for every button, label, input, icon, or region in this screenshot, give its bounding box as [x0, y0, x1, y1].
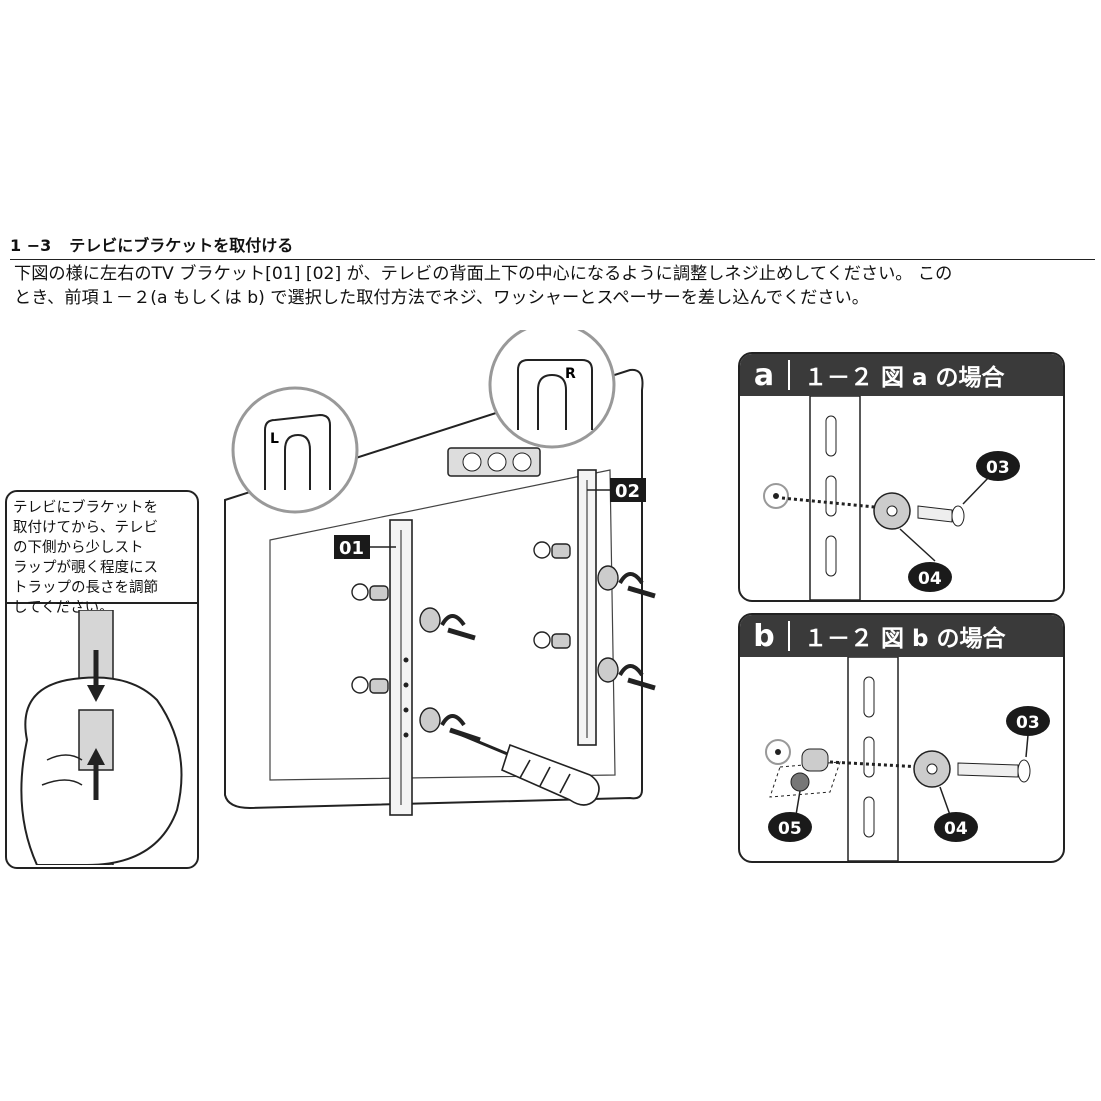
screw-03 — [957, 762, 1019, 778]
part-label-03: 03 — [1016, 713, 1040, 733]
strap-note-text: テレビにブラケットを 取付けてから、テレビ の下側から少しスト ラップが覗く程度… — [7, 492, 197, 616]
zoom-circle-left — [231, 386, 359, 514]
panel-method-b: b １－２ 図 b の場合 03 04 05 — [738, 613, 1065, 863]
part-badge-03 — [976, 451, 1020, 481]
section-title: テレビにブラケットを取付ける — [69, 236, 294, 255]
section-heading: 1 −3 テレビにブラケットを取付ける — [10, 232, 1095, 260]
part-badge-04 — [908, 562, 952, 592]
label-02: 02 — [615, 481, 640, 502]
instruction-line-1: 下図の様に左右のTV ブラケット[01] [02] が、テレビの背面上下の中心に… — [14, 264, 953, 284]
panel-a-letter: a — [753, 357, 775, 393]
screw-assembly-right-top — [533, 541, 656, 599]
section-number: 1 −3 — [10, 236, 52, 255]
screw-03 — [917, 505, 953, 523]
bracket-mark-right: R — [565, 366, 576, 382]
strap-adjust-illustration — [20, 610, 183, 865]
panel-b-header: b １－２ 図 b の場合 — [740, 615, 1063, 657]
part-badge-05 — [768, 812, 812, 842]
note-line: テレビにブラケットを — [13, 500, 158, 516]
note-line: 取付けてから、テレビ — [13, 520, 158, 536]
part-label-04: 04 — [944, 819, 968, 839]
instruction-line-2: とき、前項１－２(a もしくは b) で選択した取付方法でネジ、ワッシャーとスペ… — [14, 288, 869, 308]
panel-a-title: １－２ 図 a の場合 — [804, 365, 1005, 391]
note-line: ラップが覗く程度にス — [13, 560, 158, 576]
spacer-05 — [801, 748, 829, 772]
header-divider — [788, 621, 790, 651]
screw-assembly-left-top — [351, 583, 476, 641]
bracket-mark-left: L — [270, 431, 279, 447]
part-label-05: 05 — [778, 819, 802, 839]
note-line: トラップの長さを調節 — [13, 580, 158, 596]
screw-assembly-left-bottom — [351, 676, 481, 743]
screwdriver — [449, 728, 600, 806]
panel-a-header: a １－２ 図 a の場合 — [740, 354, 1063, 396]
label-01: 01 — [339, 538, 364, 559]
tv-inner-panel — [269, 469, 616, 781]
label-02-box — [610, 478, 646, 502]
panel-b-title: １－２ 図 b の場合 — [804, 626, 1006, 652]
zoom-circle-right — [488, 330, 616, 449]
method-b-illustration: 03 04 05 — [765, 657, 1050, 861]
label-01-box — [334, 535, 370, 559]
part-badge-03 — [1006, 706, 1050, 736]
strap-note-panel: テレビにブラケットを 取付けてから、テレビ の下側から少しスト ラップが覗く程度… — [5, 490, 199, 869]
instruction-text: 下図の様に左右のTV ブラケット[01] [02] が、テレビの背面上下の中心に… — [14, 262, 1094, 310]
screw-assembly-right-bottom — [533, 631, 656, 691]
part-badge-04 — [934, 812, 978, 842]
panel-method-a: a １－２ 図 a の場合 03 04 — [738, 352, 1065, 602]
note-line: の下側から少しスト — [13, 540, 144, 556]
part-label-04: 04 — [918, 569, 942, 589]
header-divider — [788, 360, 790, 390]
panel-b-letter: b — [753, 618, 775, 654]
method-a-illustration: 03 04 — [763, 396, 1020, 600]
part-label-03: 03 — [986, 458, 1010, 478]
tv-bracket-illustration: L R 01 02 — [224, 330, 656, 816]
